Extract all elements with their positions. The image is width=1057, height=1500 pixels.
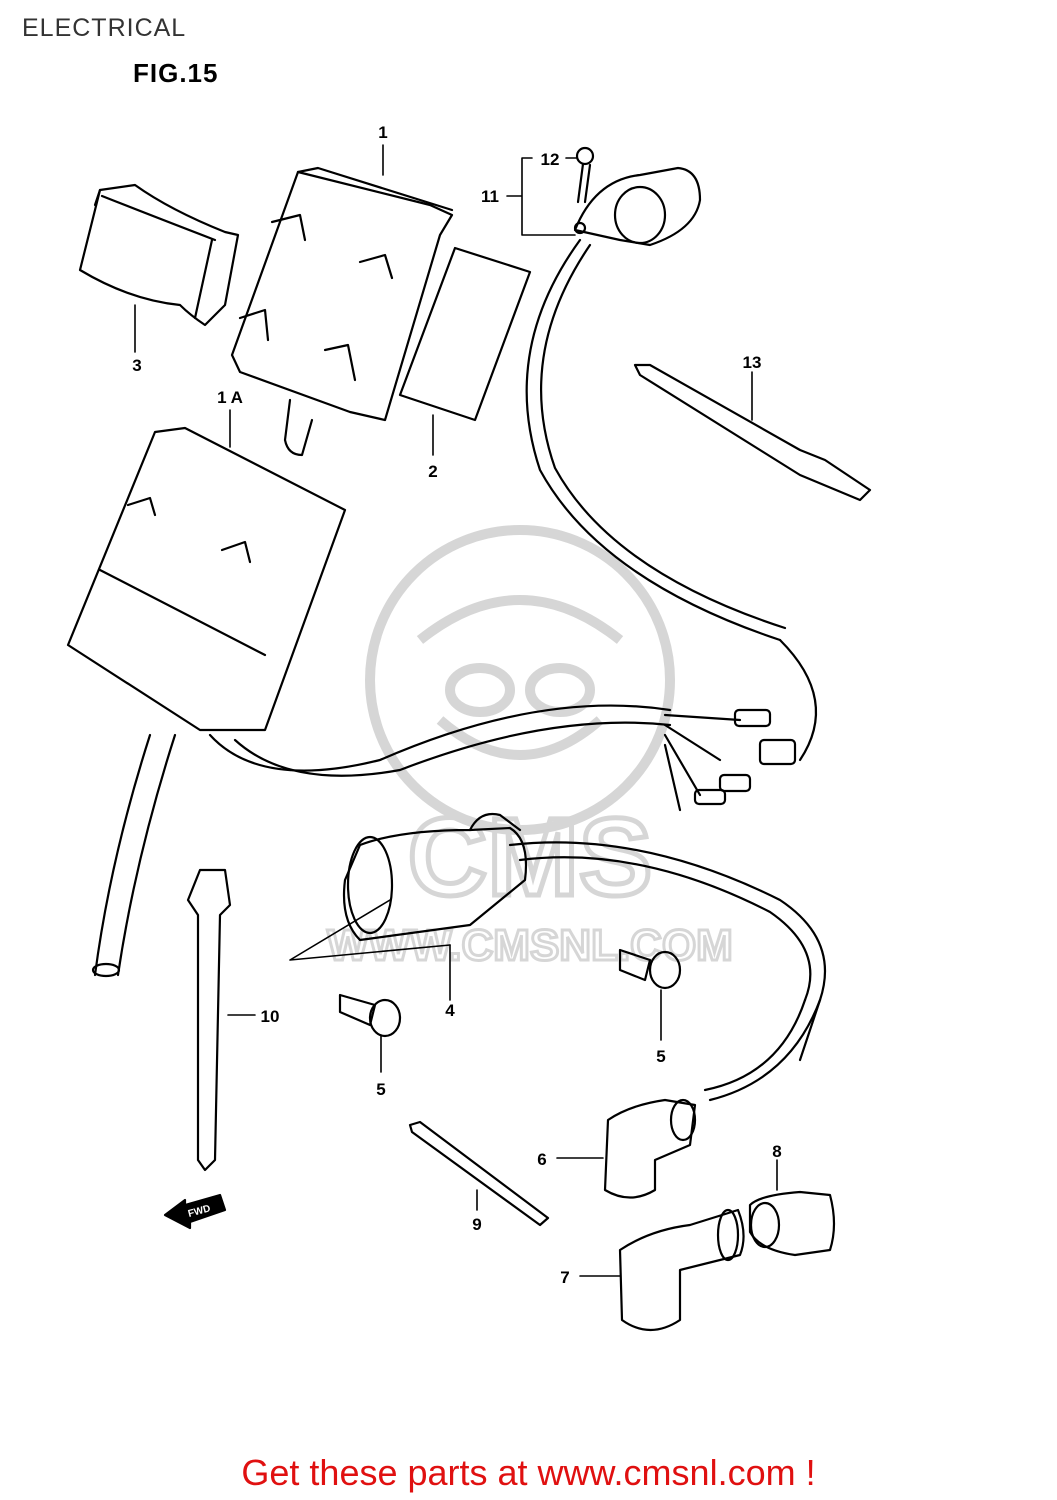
watermark-url-text: WWW.CMSNL.COM bbox=[327, 921, 733, 970]
part-5-screw-left bbox=[338, 993, 402, 1038]
part-7-plug-cap-elbow bbox=[618, 1208, 745, 1331]
callout-10: 10 bbox=[261, 1007, 280, 1026]
callout-11: 11 bbox=[481, 187, 499, 206]
callout-7: 7 bbox=[560, 1268, 569, 1287]
wire-connectors bbox=[663, 708, 797, 812]
callout-1a: 1 A bbox=[217, 388, 243, 407]
part-9-band bbox=[408, 1120, 550, 1227]
part-1-igniter-unit bbox=[230, 166, 454, 457]
part-10-cable-tie bbox=[186, 868, 232, 1172]
callout-12: 12 bbox=[541, 150, 560, 169]
section-title: ELECTRICAL bbox=[22, 14, 187, 42]
part-4-ignition-coil bbox=[342, 812, 827, 1062]
part-1a-cover bbox=[66, 426, 347, 732]
wire-harness bbox=[91, 704, 672, 978]
callout-2: 2 bbox=[428, 462, 437, 481]
watermark-logo-text: CMS bbox=[408, 796, 652, 919]
part-13-strap bbox=[633, 363, 872, 502]
callout-6: 6 bbox=[537, 1150, 546, 1169]
callout-8: 8 bbox=[772, 1142, 781, 1161]
watermark bbox=[365, 525, 675, 835]
part-12-screw bbox=[575, 146, 595, 204]
callout-5-right: 5 bbox=[656, 1047, 665, 1066]
callout-4: 4 bbox=[445, 1001, 455, 1020]
figure-title: FIG.15 bbox=[133, 58, 219, 88]
callout-leaders bbox=[134, 144, 778, 1277]
callout-3: 3 bbox=[132, 356, 141, 375]
callout-5-left: 5 bbox=[376, 1080, 385, 1099]
part-2-pad bbox=[398, 246, 532, 422]
fwd-arrow-icon bbox=[163, 1193, 227, 1230]
part-11-pickup-coil bbox=[573, 166, 702, 247]
part-8-seal bbox=[748, 1190, 836, 1257]
part-5-screw-right bbox=[618, 948, 682, 990]
callout-1: 1 bbox=[378, 123, 387, 142]
part-6-plug-cap bbox=[603, 1098, 697, 1199]
pickup-cable bbox=[525, 238, 818, 762]
callout-13: 13 bbox=[743, 353, 762, 372]
high-tension-lead bbox=[703, 998, 822, 1102]
footer-parts-link[interactable]: Get these parts at www.cmsnl.com ! bbox=[241, 1452, 816, 1493]
callout-9: 9 bbox=[472, 1215, 481, 1234]
part-3-bracket bbox=[78, 183, 240, 327]
